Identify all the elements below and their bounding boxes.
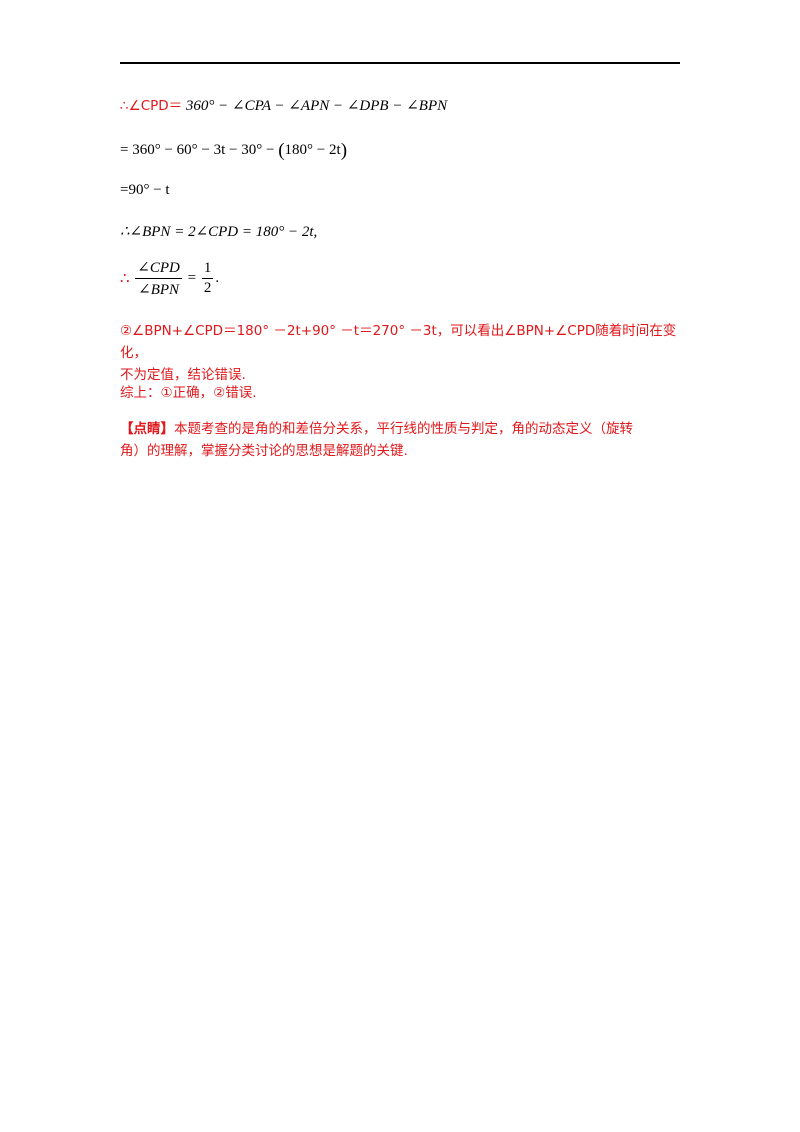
equals-sign: = (187, 270, 197, 286)
paren-inner: 180° − 2t (284, 142, 341, 158)
value-numerator: 1 (201, 260, 214, 279)
cpd-expansion: 360° − ∠CPA − ∠APN − ∠DPB − ∠BPN (185, 98, 448, 114)
equation-ratio: ∴ ∠CPD ∠BPN = 1 2 . (120, 258, 219, 299)
comment-line-1-text: 本题考查的是角的和差倍分关系，平行线的性质与判定，角的动态定义（旋转 (174, 421, 633, 437)
case-two-line-1: ②∠BPN+∠CPD＝180° －2t+90° －t＝270° －3t，可以看出… (120, 323, 677, 361)
equation-result: =90° − t (120, 182, 170, 199)
comment-line-1: 【点睛】本题考查的是角的和差倍分关系，平行线的性质与判定，角的动态定义（旋转 (120, 418, 680, 440)
value-fraction: 1 2 (201, 260, 214, 297)
result-text: =90° − t (120, 182, 170, 198)
equation-bpn: ∴∠BPN = 2∠CPD = 180° − 2t, (120, 222, 317, 241)
substitution-text: = 360° − 60° − 3t − 30° − (120, 142, 279, 158)
comment-line-2: 角）的理解，掌握分类讨论的思想是解题的关键. (120, 443, 408, 459)
ratio-fraction: ∠CPD ∠BPN (135, 258, 182, 299)
fraction-denominator: ∠BPN (138, 282, 180, 298)
paren-open: ( (278, 140, 285, 161)
equation-cpd: ∴∠CPD＝ 360° − ∠CPA − ∠APN − ∠DPB − ∠BPN (120, 95, 447, 117)
value-denominator: 2 (203, 280, 212, 296)
therefore-symbol: ∴ (120, 271, 130, 287)
comment-tag: 【点睛】 (120, 421, 174, 437)
case-two-line-2: 不为定值，结论错误. (120, 367, 246, 383)
period: . (215, 270, 220, 286)
header-rule (120, 62, 680, 64)
bpn-text: ∴∠BPN = 2∠CPD = 180° − 2t, (120, 224, 318, 240)
summary-paragraph: 综上：①正确，②错误. (120, 382, 680, 404)
equation-substitution: = 360° − 60° − 3t − 30° − (180° − 2t) (120, 140, 347, 162)
paren-close: ) (340, 140, 348, 161)
case-two-paragraph: ②∠BPN+∠CPD＝180° －2t+90° －t＝270° －3t，可以看出… (120, 320, 680, 386)
fraction-numerator: ∠CPD (135, 258, 182, 279)
therefore-cpd-label: ∴∠CPD＝ (120, 98, 183, 114)
comment-paragraph: 【点睛】本题考查的是角的和差倍分关系，平行线的性质与判定，角的动态定义（旋转 角… (120, 418, 680, 462)
summary-text: 综上：①正确，②错误. (120, 385, 257, 401)
